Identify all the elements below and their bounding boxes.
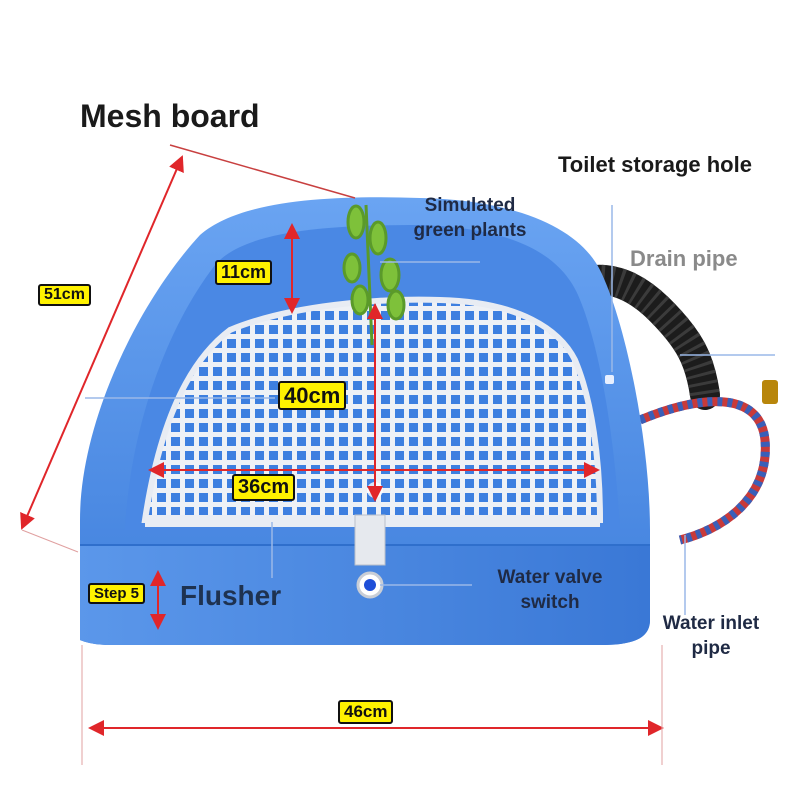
label-drain-pipe: Drain pipe (630, 246, 738, 271)
label-water-inlet-pipe: Water inlet pipe (662, 613, 760, 659)
dimension-length-tag: 51cm (38, 284, 91, 307)
hose-fitting (762, 380, 778, 404)
dimension-height-tag: 11cm (215, 260, 273, 285)
label-water-valve-switch: Water valve switch (497, 567, 603, 613)
water-inlet-hose-graphic (638, 380, 778, 545)
dimension-mesh-width-tag: 36cm (232, 474, 296, 501)
label-flusher: Flusher (180, 580, 282, 611)
drain-pipe-graphic (560, 264, 720, 410)
dimension-lines (20, 155, 664, 736)
label-simulated-green-plants: Simulated green plants (413, 195, 527, 241)
dimension-step-tag: Step 5 (88, 583, 146, 605)
label-mesh-board: Mesh board (80, 98, 260, 134)
dimension-mesh-length-tag: 40cm (278, 381, 347, 411)
storage-hole (605, 375, 614, 384)
pointer-lines (21, 144, 775, 765)
dimension-width-tag: 46cm (338, 700, 394, 724)
label-toilet-storage-hole: Toilet storage hole (558, 152, 752, 177)
